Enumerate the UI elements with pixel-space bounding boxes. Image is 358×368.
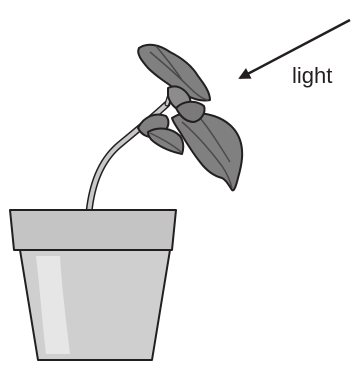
- plant-leaves: [138, 45, 242, 191]
- pot-rim: [10, 210, 176, 250]
- light-label: light: [292, 63, 332, 88]
- flower-pot: [10, 210, 176, 360]
